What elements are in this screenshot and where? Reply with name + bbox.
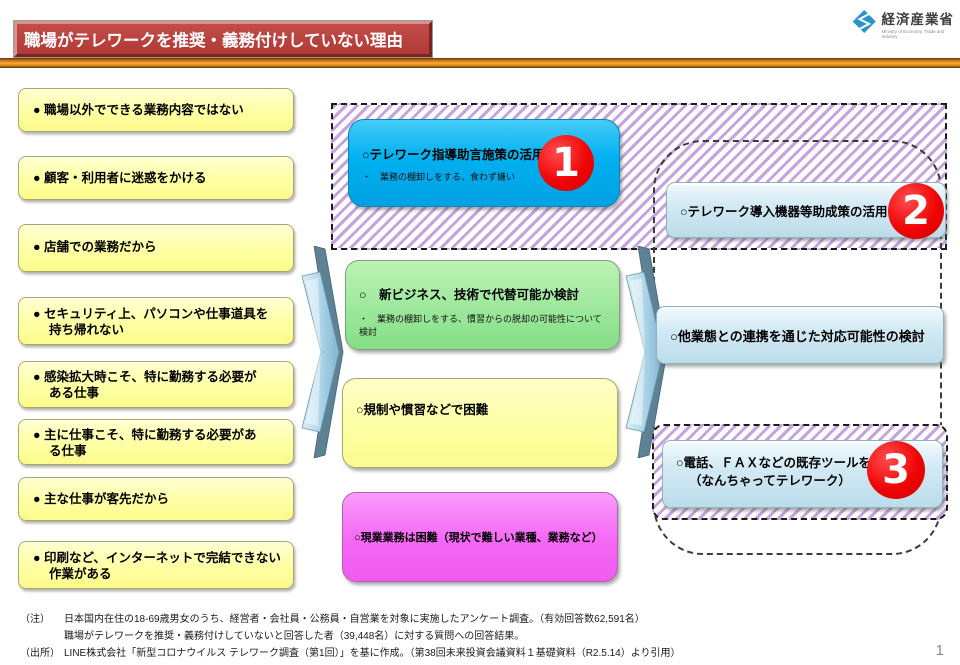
box-fieldwork: ○現業業務は困難（現状で難しい業種、業務など）: [342, 492, 618, 582]
flow-arrow-left-icon: [301, 246, 344, 458]
box-regulation: ○規制や慣習などで困難: [342, 378, 618, 468]
footnote-source-label: （出所）: [20, 648, 60, 659]
reason-box-5: ● 感染拡大時こそ、特に勤務する必要が ある仕事: [18, 361, 294, 408]
box-regulation-title: ○規制や慣習などで困難: [356, 403, 489, 417]
footnote-note-line1: 日本国内在住の18-69歳男女のうち、経営者・会社員・公務員・自営業を対象に実施…: [64, 614, 645, 625]
reason-box-3: ● 店舗での業務だから: [18, 224, 294, 272]
box-phonefax-line1: ○電話、ＦＡＸなどの既存ツールを活用: [676, 456, 897, 470]
box-collab-title: ○他業態との連携を通じた対応可能性の検討: [670, 328, 925, 344]
step-badge-3: 3: [867, 441, 925, 499]
reason-box-4: ● セキュリティ上、パソコンや仕事道具を 持ち帰れない: [18, 297, 294, 345]
org-name-en: Ministry of Economy, Trade and Industry: [881, 29, 945, 39]
box-fieldwork-title: ○現業業務は困難（現状で難しい業種、業務など）: [354, 532, 603, 544]
box-newbiz-title: ○ 新ビジネス、技術で代替可能か検討: [359, 288, 580, 302]
reason-box-1: ● 職場以外でできる業務内容ではない: [18, 88, 294, 132]
reason-box-2: ● 顧客・利用者に迷惑をかける: [18, 156, 294, 200]
box-newbiz-sub: ・ 業務の棚卸しをする、慣習からの脱却の可能性について検討: [359, 314, 602, 337]
reason-box-8: ● 印刷など、インターネットで完結できない 作業がある: [18, 541, 294, 589]
footnote-note-line2: 職場がテレワークを推奨・義務付けしていないと回答した者（39,448名）に対する…: [64, 631, 525, 642]
box-teleguide-title: ○テレワーク指導助言施策の活用: [362, 148, 545, 162]
box-teleguide-sub: ・ 業務の棚卸しをする、食わず嫌い: [362, 172, 516, 182]
meti-logo-icon: [852, 9, 876, 34]
page-number: 1: [935, 642, 944, 659]
box-equipment: ○テレワーク導入機器等助成策の活用 2: [666, 182, 946, 239]
step-badge-2: 2: [888, 183, 944, 239]
step-badge-1: 1: [538, 135, 594, 191]
reason-box-7: ● 主な仕事が客先だから: [18, 477, 294, 521]
box-collab: ○他業態との連携を通じた対応可能性の検討: [656, 306, 944, 364]
box-equipment-title: ○テレワーク導入機器等助成策の活用: [680, 204, 888, 219]
box-phonefax: ○電話、ＦＡＸなどの既存ツールを活用 （なんちゃってテレワーク） 3: [662, 440, 943, 508]
box-phonefax-line2: （なんちゃってテレワーク）: [689, 474, 851, 488]
divider-bar: [0, 58, 960, 68]
meti-logo: 経済産業省 Ministry of Economy, Trade and Ind…: [852, 8, 960, 39]
box-teleguide: ○テレワーク指導助言施策の活用 ・ 業務の棚卸しをする、食わず嫌い 1: [348, 119, 620, 207]
page-title: 職場がテレワークを推奨・義務付けしていない理由: [24, 32, 404, 50]
box-newbiz: ○ 新ビジネス、技術で代替可能か検討 ・ 業務の棚卸しをする、慣習からの脱却の可…: [345, 260, 620, 350]
footnote-source-text: LINE株式会社「新型コロナウイルス テレワーク調査（第1回）」を基に作成。（第…: [64, 648, 681, 659]
page-title-box: 職場がテレワークを推奨・義務付けしていない理由: [14, 21, 432, 57]
org-name: 経済産業省: [881, 12, 954, 27]
reason-box-6: ● 主に仕事こそ、特に勤務する必要があ る仕事: [18, 419, 294, 465]
footnote-note-label: （注）: [20, 614, 50, 625]
